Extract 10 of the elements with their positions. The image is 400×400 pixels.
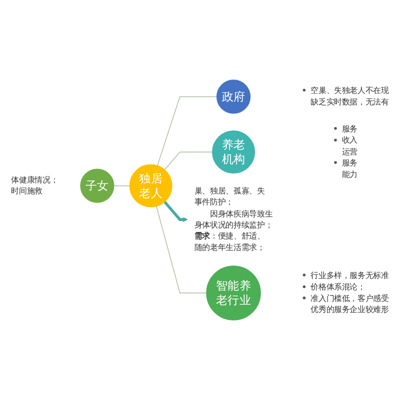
connector bbox=[156, 206, 207, 294]
node-circle: 智能养老行业 bbox=[206, 266, 261, 320]
node-circle: 养老机构 bbox=[212, 130, 256, 174]
node-circle: 子女 bbox=[80, 168, 114, 203]
node-circle: 独居老人 bbox=[129, 164, 172, 208]
node-circle: 政府 bbox=[216, 80, 251, 114]
arrow bbox=[164, 200, 188, 222]
connector bbox=[157, 96, 218, 166]
connector bbox=[164, 152, 213, 170]
connector bbox=[114, 185, 130, 186]
